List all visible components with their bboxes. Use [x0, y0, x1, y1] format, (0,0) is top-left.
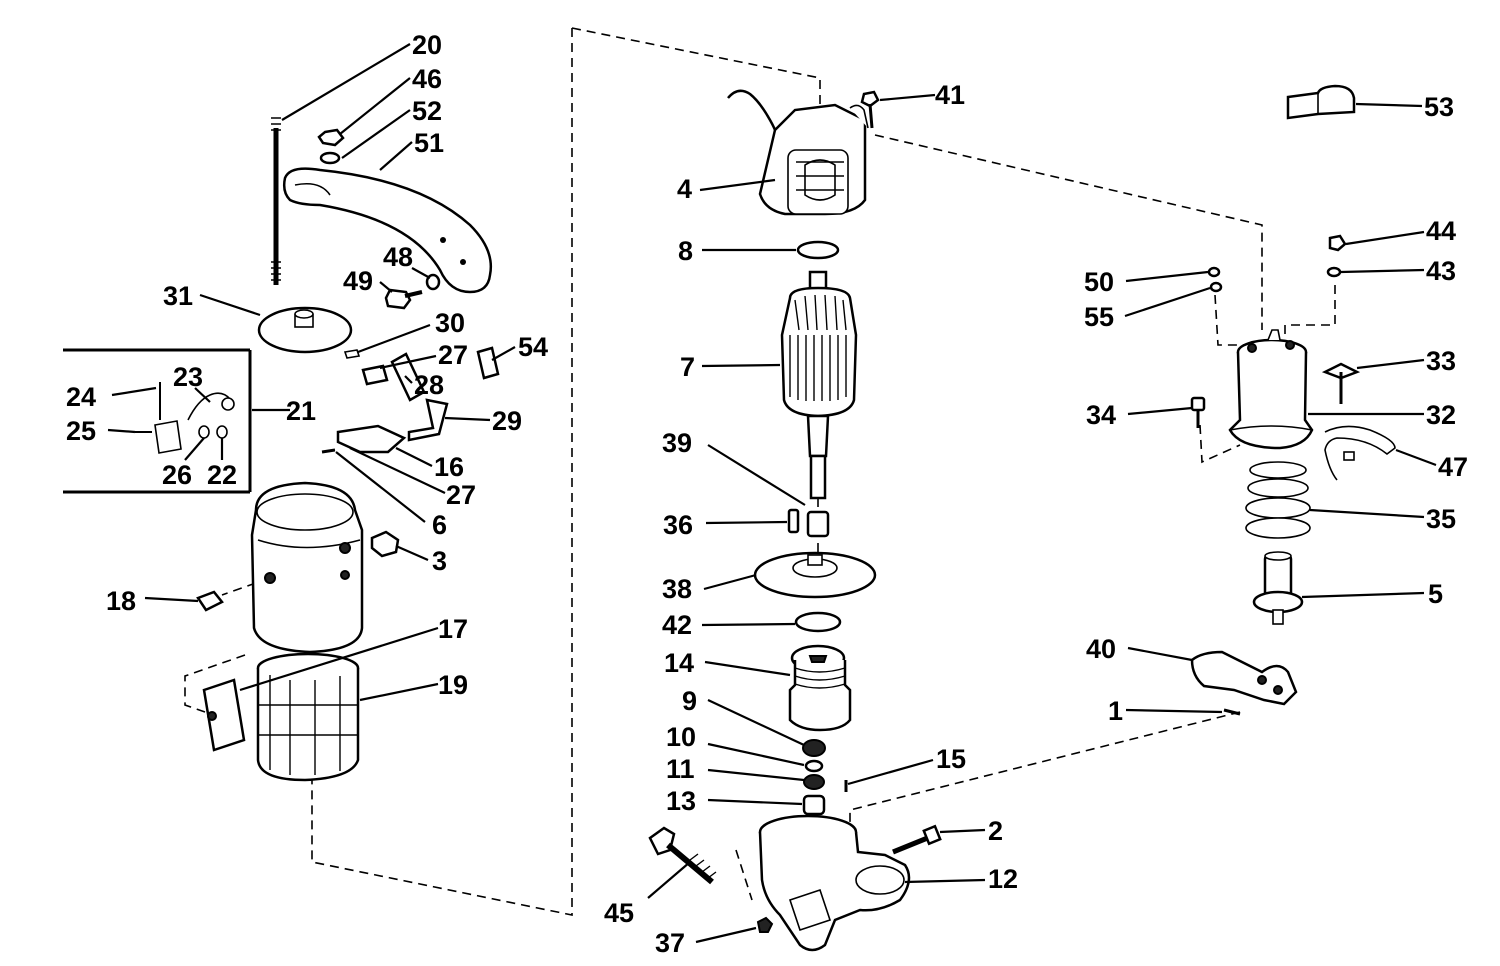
callout-18: 18: [106, 586, 136, 616]
small-nut-part: [756, 916, 774, 933]
callout-40: 40: [1086, 634, 1116, 664]
shift-lever-part: [1190, 650, 1298, 706]
solenoid-nuts-washers: [1207, 234, 1347, 293]
drive-small-parts: [802, 739, 826, 816]
callout-39: 39: [662, 428, 692, 458]
callout-47: 47: [1438, 452, 1468, 482]
callout-8: 8: [678, 236, 693, 266]
callout-49: 49: [343, 266, 373, 296]
head-screw-part: [860, 90, 880, 129]
armature-part: [780, 270, 858, 500]
solenoid-part: [1228, 329, 1314, 450]
thrust-washer-part: [796, 240, 840, 260]
callout-45: 45: [604, 898, 634, 928]
callout-14: 14: [664, 648, 694, 678]
callout-27a: 27: [438, 340, 468, 370]
starter-drive-part: [788, 644, 852, 732]
callout-19: 19: [438, 670, 468, 700]
callout-55: 55: [1084, 302, 1114, 332]
callout-20: 20: [412, 30, 442, 60]
callout-51: 51: [414, 128, 444, 158]
plunger-spring-part: [1245, 461, 1311, 539]
drive-end-housing-part: [758, 814, 911, 952]
brush-spring-cage-parts: [202, 652, 360, 782]
callout-25: 25: [66, 416, 96, 446]
leader-lines: [107, 43, 1437, 944]
callout-5: 5: [1428, 579, 1443, 609]
end-plate-part: [257, 306, 353, 354]
solenoid-clamp-part: [1324, 425, 1396, 481]
callout-21: 21: [286, 396, 316, 426]
nut-washer-parts: [317, 128, 345, 165]
callout-10: 10: [666, 722, 696, 752]
callout-42: 42: [662, 610, 692, 640]
cover-strap-part: [282, 167, 493, 294]
callout-3: 3: [432, 546, 447, 576]
callout-13: 13: [666, 786, 696, 816]
callout-labels: 20 46 52 51 48 49 31 30 27 54 28 29 24 2…: [66, 30, 1468, 958]
callout-16: 16: [434, 452, 464, 482]
callout-2: 2: [988, 816, 1003, 846]
brush-parts: [343, 346, 500, 442]
lever-pin-part: [1223, 708, 1241, 716]
callout-1: 1: [1108, 696, 1123, 726]
drive-end-plate-part: [753, 551, 877, 599]
screw-washer-parts: [384, 273, 441, 310]
callout-50: 50: [1084, 267, 1114, 297]
through-bolt-part: [271, 117, 281, 285]
callout-37: 37: [655, 928, 685, 958]
callout-48: 48: [383, 242, 413, 272]
callout-30: 30: [435, 308, 465, 338]
callout-6: 6: [432, 510, 447, 540]
callout-33: 33: [1426, 346, 1456, 376]
commutator-end-head-part: [727, 89, 869, 216]
solenoid-terminal-part: [1321, 362, 1361, 404]
callout-4: 4: [677, 174, 692, 204]
callout-28: 28: [414, 370, 444, 400]
callout-34: 34: [1086, 400, 1116, 430]
callout-32: 32: [1426, 400, 1456, 430]
callout-46: 46: [412, 64, 442, 94]
callout-35: 35: [1426, 504, 1456, 534]
grommet-screw-parts: [196, 530, 400, 612]
callout-17: 17: [438, 614, 468, 644]
callout-29: 29: [492, 406, 522, 436]
plunger-part: [1252, 551, 1304, 625]
long-bolt-part: [648, 826, 717, 885]
field-frame-housing-part: [250, 481, 364, 654]
callout-22: 22: [207, 460, 237, 490]
callout-24: 24: [66, 382, 96, 412]
callout-43: 43: [1426, 256, 1456, 286]
callout-11: 11: [666, 754, 695, 784]
screw-bushing-parts: [787, 508, 830, 538]
callout-53: 53: [1424, 92, 1454, 122]
callout-38: 38: [662, 574, 692, 604]
callout-54: 54: [518, 332, 548, 362]
callout-44: 44: [1426, 216, 1456, 246]
callout-12: 12: [988, 864, 1018, 894]
callout-26: 26: [162, 460, 192, 490]
callout-52: 52: [412, 96, 442, 126]
callout-15: 15: [936, 744, 966, 774]
callout-9: 9: [682, 686, 697, 716]
brush-kit-inset-box: [63, 348, 252, 494]
callout-7: 7: [680, 352, 695, 382]
callout-36: 36: [663, 510, 693, 540]
assembly-guide-lines: [184, 27, 1336, 916]
solenoid-screw-part: [1190, 396, 1206, 428]
terminal-boot-part: [1286, 84, 1356, 120]
callout-31: 31: [163, 281, 193, 311]
drive-washer-part: [794, 611, 842, 633]
callout-27b: 27: [446, 480, 476, 510]
callout-41: 41: [935, 80, 965, 110]
callout-23: 23: [173, 362, 203, 392]
brush-holder-bracket-part: [321, 424, 407, 454]
housing-bolt-part: [892, 824, 942, 855]
